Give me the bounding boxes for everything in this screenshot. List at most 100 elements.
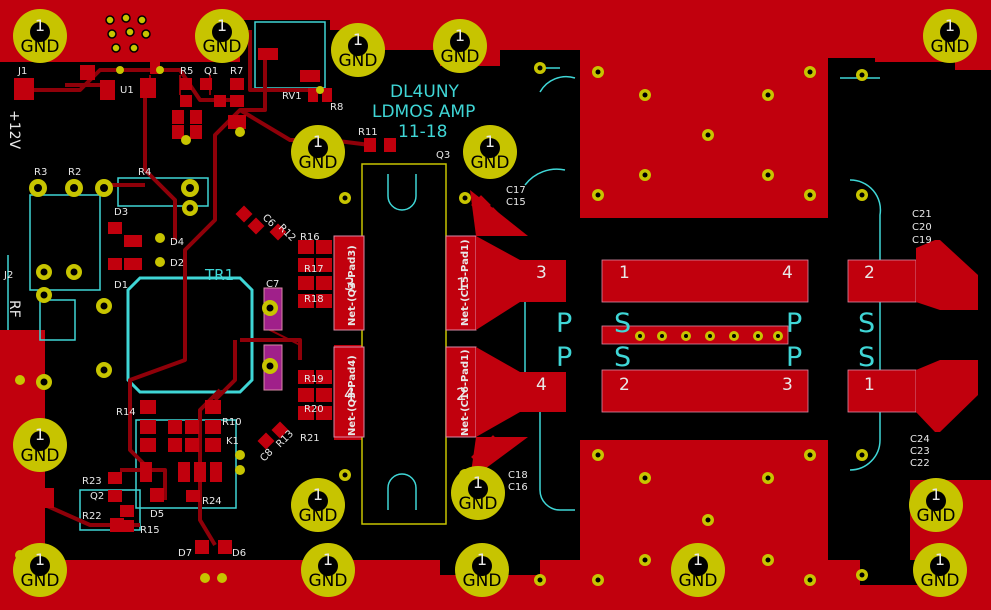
ref-Q1: Q1 xyxy=(204,66,218,77)
smd-pads xyxy=(14,48,503,554)
power-label: +12V xyxy=(6,110,22,150)
gnd-pin-number: 1 xyxy=(693,550,703,569)
q3-pad-labels: 3 Net-(Q3-Pad3) 4 Net-(Q3-Pad4) 1 Net-(C… xyxy=(344,239,471,436)
ref-D7: D7 xyxy=(178,548,192,559)
ref-D4: D4 xyxy=(170,237,184,248)
ref-R3: R3 xyxy=(34,167,47,178)
ref-C21: C21 xyxy=(912,209,932,220)
gnd-label: GND xyxy=(921,571,960,591)
ref-R15: R15 xyxy=(140,525,160,536)
title-line3: 11-18 xyxy=(398,122,447,142)
balun-top-pad-c: 4 xyxy=(782,263,793,283)
ref-J1: J1 xyxy=(17,66,27,77)
balun-bottom-pad-c: 3 xyxy=(782,375,793,395)
ref-R11: R11 xyxy=(358,127,378,138)
ref-R17: R17 xyxy=(304,264,324,275)
ref-C24: C24 xyxy=(910,434,930,445)
silkscreen-text: DL4UNY LDMOS AMP 11-18 TR1 Q3 +12V RF xyxy=(6,82,475,318)
gnd-label: GND xyxy=(679,571,718,591)
ref-D6: D6 xyxy=(232,548,246,559)
gnd-label: GND xyxy=(21,446,60,466)
balun-bottom-pad-d: 1 xyxy=(864,375,875,395)
gnd-pin-number: 1 xyxy=(217,16,227,35)
balun-bottom-pad-b: 2 xyxy=(619,375,630,395)
ref-J2: J2 xyxy=(3,270,13,281)
ref-C7: C7 xyxy=(266,279,279,290)
gnd-pin-number: 1 xyxy=(935,550,945,569)
gnd-label: GND xyxy=(299,506,338,526)
marking-s-2: S xyxy=(614,342,631,373)
ref-R4: R4 xyxy=(138,167,151,178)
gnd-label: GND xyxy=(309,571,348,591)
ref-R12: R12 xyxy=(276,222,298,244)
marking-s-1: S xyxy=(614,308,631,339)
rf-label: RF xyxy=(6,300,22,318)
ref-D5: D5 xyxy=(150,509,164,520)
balun-pad-labels: 3 1 4 2 4 2 3 1 xyxy=(536,263,875,395)
ref-R2: R2 xyxy=(68,167,81,178)
ref-U1: U1 xyxy=(120,85,134,96)
ps-markings: P P S S P P S S xyxy=(556,308,875,373)
ref-Q2: Q2 xyxy=(90,491,104,502)
q3-pad2-net: Net-(C16-Pad1) xyxy=(460,349,471,436)
ref-R14: R14 xyxy=(116,407,136,418)
gnd-label: GND xyxy=(203,37,242,57)
gnd-pin-number: 1 xyxy=(945,16,955,35)
ref-R19: R19 xyxy=(304,374,324,385)
ref-R22: R22 xyxy=(82,511,102,522)
gnd-pin-number: 1 xyxy=(35,550,45,569)
gnd-pin-number: 1 xyxy=(485,132,495,151)
gnd-label: GND xyxy=(339,51,378,71)
q3-pad1-net: Net-(C15-Pad1) xyxy=(460,239,471,326)
ref-C8: C8 xyxy=(258,447,275,464)
ref-C22: C22 xyxy=(910,458,930,469)
ref-R20: R20 xyxy=(304,404,324,415)
transformer-label: TR1 xyxy=(204,266,234,284)
gnd-pin-number: 1 xyxy=(353,30,363,49)
q3-pad2-number: 2 xyxy=(456,385,467,405)
gnd-label: GND xyxy=(463,571,502,591)
gnd-label: GND xyxy=(299,153,338,173)
ref-R16: R16 xyxy=(300,232,320,243)
ref-C20: C20 xyxy=(912,222,932,233)
marking-s-3: S xyxy=(858,308,875,339)
balun-top-pad-b: 1 xyxy=(619,263,630,283)
gnd-pin-number: 1 xyxy=(313,485,323,504)
marking-s-4: S xyxy=(858,342,875,373)
q3-pad3-net: Net-(Q3-Pad3) xyxy=(347,245,358,326)
ref-K1: K1 xyxy=(226,436,239,447)
gnd-label: GND xyxy=(441,47,480,67)
gnd-pin-number: 1 xyxy=(323,550,333,569)
marking-p-4: P xyxy=(786,342,802,373)
ref-R23: R23 xyxy=(82,476,102,487)
gnd-pin-number: 1 xyxy=(477,550,487,569)
balun-top-pad-d: 2 xyxy=(864,263,875,283)
gnd-label: GND xyxy=(471,153,510,173)
marking-p-1: P xyxy=(556,308,572,339)
gnd-pin-number: 1 xyxy=(931,485,941,504)
q3-pad3-number: 3 xyxy=(344,275,355,295)
gnd-label: GND xyxy=(917,506,956,526)
gnd-label: GND xyxy=(21,571,60,591)
ref-C15: C15 xyxy=(506,197,526,208)
gnd-label: GND xyxy=(931,37,970,57)
marking-p-3: P xyxy=(786,308,802,339)
ref-C17: C17 xyxy=(506,185,526,196)
ref-R10: R10 xyxy=(222,417,242,428)
ref-R24: R24 xyxy=(202,496,222,507)
